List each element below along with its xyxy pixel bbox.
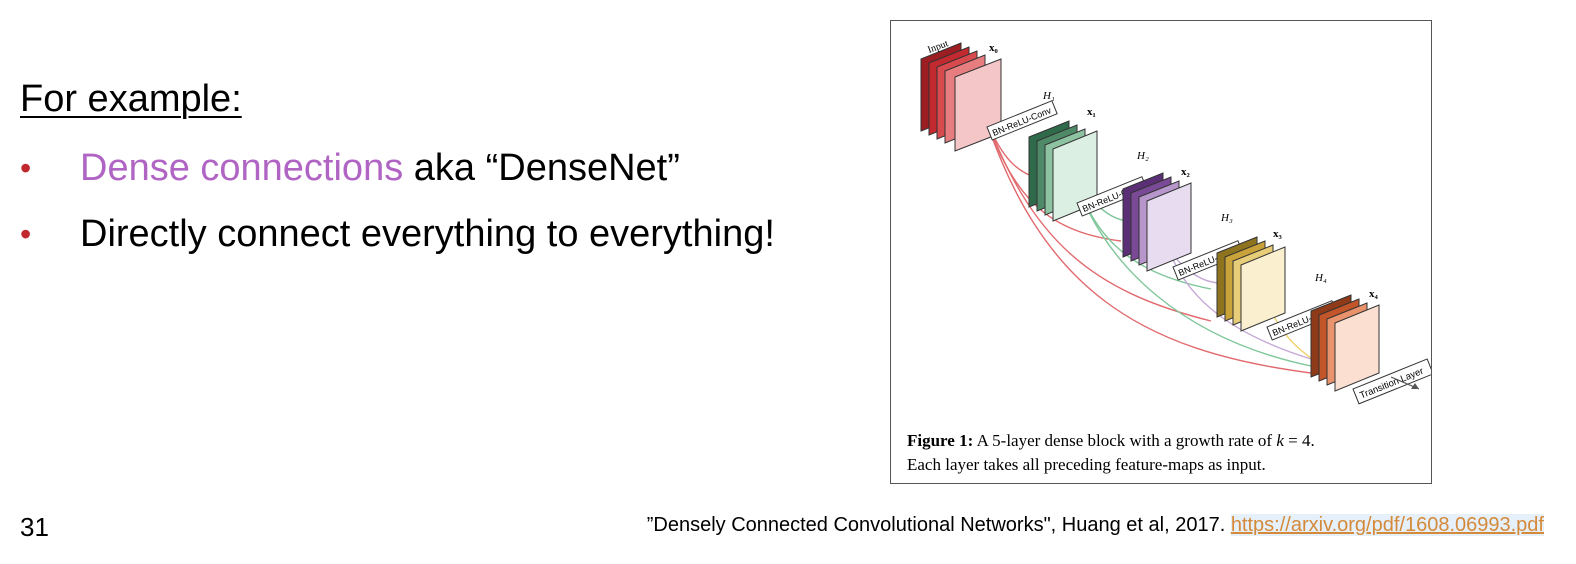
dense-block-diagram: Input x₀ BN-ReLU-Conv H₁ x₁ BN-ReLU-Conv…	[920, 38, 1431, 405]
bullet-rest-text: Directly connect everything to everythin…	[80, 213, 775, 255]
arrow-head-icon	[1411, 383, 1419, 389]
x2-label: x₂	[1181, 166, 1191, 178]
bullet-text: Dense connections aka “DenseNet”	[80, 146, 680, 190]
h3-label: H₃	[1220, 212, 1233, 224]
h1-label: H₁	[1042, 90, 1055, 102]
x3-label: x₃	[1273, 228, 1283, 240]
figure-caption: Figure 1: A 5-layer dense block with a g…	[907, 429, 1423, 477]
h4-label: H₄	[1314, 272, 1327, 284]
connection-curve	[982, 110, 1312, 374]
page-number: 31	[20, 512, 49, 542]
densenet-figure: Input x₀ BN-ReLU-Conv H₁ x₁ BN-ReLU-Conv…	[890, 20, 1432, 484]
caption-text-b: = 4.	[1283, 431, 1315, 450]
feature-map-block-x4	[1310, 294, 1380, 392]
caption-text-a: A 5-layer dense block with a growth rate…	[973, 431, 1277, 450]
feature-map-block-x2	[1122, 172, 1192, 272]
citation: ”Densely Connected Convolutional Network…	[647, 514, 1544, 537]
bullet-rest-text: aka “DenseNet”	[403, 147, 680, 189]
bullet-dot-icon: •	[20, 216, 32, 252]
bullet-dot-icon: •	[20, 150, 32, 186]
feature-map-block-x3	[1216, 236, 1286, 332]
feature-map-block-x0	[920, 42, 1002, 152]
citation-text: ”Densely Connected Convolutional Network…	[646, 514, 1231, 536]
caption-bold: Figure 1:	[907, 431, 974, 450]
feature-map-block-x1	[1028, 120, 1098, 222]
slide-heading: For example:	[20, 78, 242, 120]
caption-k: k	[1276, 431, 1284, 450]
x1-label: x₁	[1087, 106, 1096, 118]
h2-label: H₂	[1136, 150, 1149, 162]
caption-line2: Each layer takes all preceding feature-m…	[907, 455, 1266, 474]
connection-curve	[982, 110, 1212, 322]
x4-label: x₄	[1369, 288, 1379, 300]
bullet-text: Directly connect everything to everythin…	[80, 212, 775, 256]
citation-link[interactable]: https://arxiv.org/pdf/1608.06993.pdf	[1230, 514, 1544, 536]
bullet-accent-text: Dense connections	[80, 147, 404, 189]
x0-label: x₀	[989, 42, 999, 54]
